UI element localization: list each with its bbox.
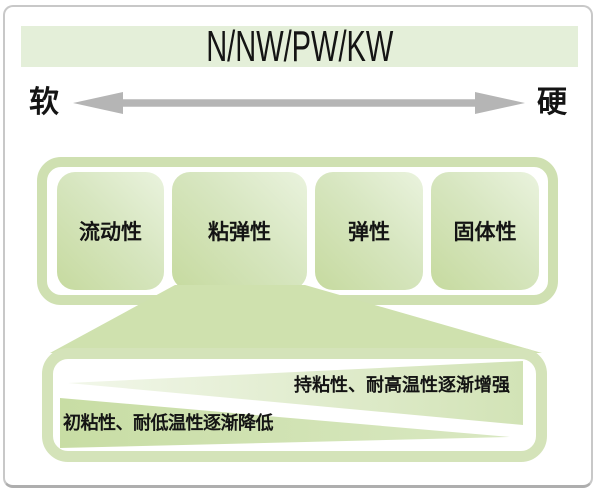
title-banner: N/NW/PW/KW — [21, 21, 578, 71]
double-arrow-icon — [73, 92, 525, 114]
decrease-wedge — [60, 398, 510, 448]
property-box-label: 流动性 — [79, 221, 142, 244]
properties-panel: 流动性 粘弹性 弹性 固体性 — [37, 157, 558, 305]
soft-label: 软 — [29, 86, 59, 119]
property-box-label: 固体性 — [453, 221, 517, 244]
hard-label: 硬 — [537, 86, 567, 119]
funnel-connector — [50, 285, 542, 353]
property-box-fluidity: 流动性 — [57, 172, 164, 290]
property-box-label: 弹性 — [348, 221, 390, 244]
increase-wedge — [68, 361, 523, 425]
property-box-solidity: 固体性 — [431, 172, 539, 290]
property-box-label: 粘弹性 — [208, 221, 271, 244]
decrease-trend-label: 初粘性、耐低温性逐渐降低 — [63, 413, 274, 433]
trend-wedges — [60, 361, 523, 448]
property-box-viscoelasticity: 粘弹性 — [172, 172, 307, 290]
increase-trend-label: 持粘性、耐高温性逐渐增强 — [294, 375, 510, 395]
property-box-elasticity: 弹性 — [315, 172, 423, 290]
page-title: N/NW/PW/KW — [205, 21, 394, 71]
trend-panel: 持粘性、耐高温性逐渐增强 初粘性、耐低温性逐渐降低 — [42, 348, 547, 462]
